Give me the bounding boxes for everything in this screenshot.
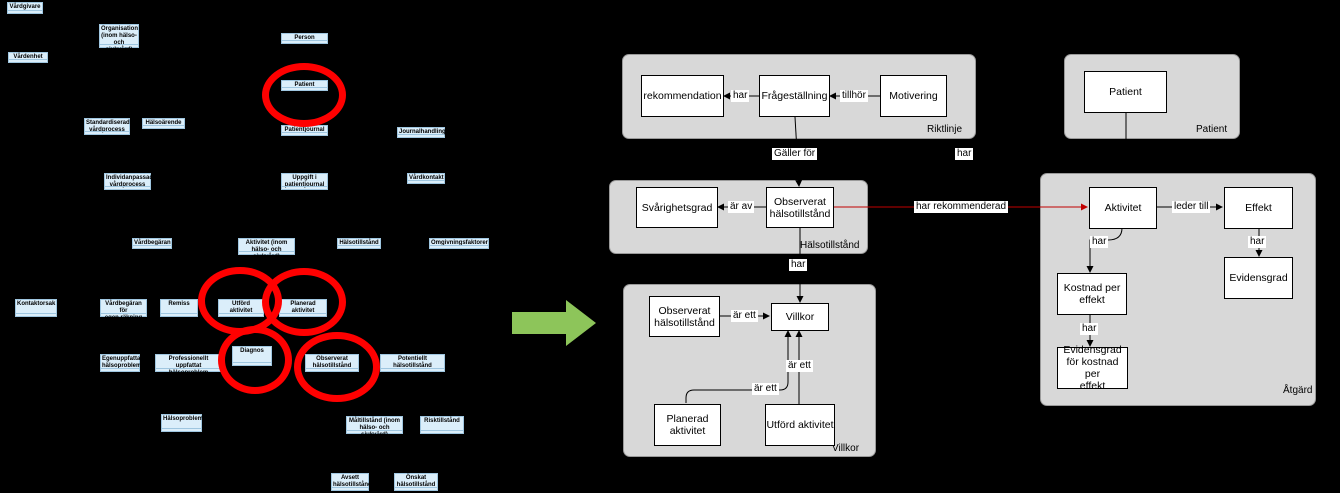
uml-class-vardenhet: Vårdenhet <box>8 52 48 63</box>
node-villkor: Villkor <box>771 303 829 331</box>
node-svarighetsgrad: Svårighetsgrad <box>636 187 718 228</box>
edge-lines-black <box>685 92 1263 404</box>
node-effekt: Effekt <box>1224 187 1293 229</box>
node-rekommendation: rekommendation <box>641 75 724 117</box>
edge-label-har-villkor: har <box>789 259 808 271</box>
edge-label-leder-till: leder till <box>1172 201 1211 213</box>
uml-class-vardkontakt: Vårdkontakt <box>407 173 445 184</box>
uml-class-uppgift-i-patientjournal: Uppgift i patientjournal <box>281 173 328 190</box>
group-label-halsotillstand: Hälsotillstånd <box>800 240 860 251</box>
transition-arrow <box>512 300 596 346</box>
highlight-ring-planerad-aktivitet <box>262 268 346 336</box>
uml-class-risktillstand: Risktillstånd <box>420 416 464 434</box>
uml-class-journalhandling: Journalhandling <box>397 127 446 138</box>
uml-class-avsett-halsotillstand: Avsett hälsotillstånd <box>331 473 372 491</box>
edge-label-ar-ett-observerat: är ett <box>731 310 758 322</box>
highlight-ring-observerat-halsotillstand <box>294 332 380 402</box>
edge-label-ar-ett-utford: är ett <box>786 360 813 372</box>
node-planerad-aktivitet: Planerad aktivitet <box>654 404 721 446</box>
group-label-atgard: Åtgärd <box>1283 385 1313 396</box>
uml-class-individanpassad-vardprocess: Individanpassad vårdprocess <box>104 173 154 190</box>
node-patient: Patient <box>1084 71 1167 113</box>
highlight-ring-patient <box>262 63 346 127</box>
uml-class-potentiellt-halsotillstand: Potentiellt hälsotillstånd <box>380 354 445 372</box>
edge-label-ar-av: är av <box>728 201 755 213</box>
edge-label-har-rekommenderad: har rekommenderad <box>914 201 1009 213</box>
edge-label-har-patient: har <box>955 148 974 160</box>
uml-class-standardiserad-vardprocess: Standardiserad vårdprocess <box>84 118 130 135</box>
uml-class-kontaktorsak: Kontaktorsak <box>15 299 57 317</box>
node-utford-aktivitet: Utförd aktivitet <box>765 404 835 446</box>
uml-class-person: Person <box>281 33 328 44</box>
node-evidensgrad: Evidensgrad <box>1224 257 1293 299</box>
edge-label-ar-ett-planerad: är ett <box>752 383 779 395</box>
group-label-riktlinje: Riktlinje <box>927 124 963 135</box>
uml-class-egenuppfattat-halsoproblem: Egenuppfattat hälsoproblem <box>100 354 142 372</box>
uml-class-vardgivare: Vårdgivare <box>7 2 43 14</box>
node-aktivitet: Aktivitet <box>1089 187 1157 229</box>
uml-class-omgivningsfaktorer: Omgivningsfaktorer <box>429 238 489 249</box>
group-label-villkor: Villkor <box>832 443 860 454</box>
node-observerat-halsotillstand-villkor: Observerat hälsotillstånd <box>649 296 720 337</box>
node-kostnad-per-effekt: Kostnad per effekt <box>1057 273 1127 315</box>
uml-class-halsoarende: Hälsoärende <box>142 118 185 129</box>
highlight-ring-diagnos <box>218 326 292 394</box>
uml-class-remiss: Remiss <box>160 299 198 317</box>
edge-label-har-kostnad: har <box>1090 236 1109 248</box>
node-evidensgrad-kostnad-per-effekt: Evidensgrad för kostnad per effekt <box>1057 344 1128 392</box>
node-observerat-halsotillstand: Observerat hälsotillstånd <box>766 187 834 228</box>
uml-class-onskat-halsotillstand: Önskat hälsotillstånd <box>394 473 438 491</box>
edge-label-galler-for: Gäller för <box>772 148 818 160</box>
edge-label-tillhor: tillhör <box>840 90 868 102</box>
edge-label-har-rekommendation: har <box>731 90 750 102</box>
edge-label-har-evidens-kostnad: har <box>1080 323 1099 335</box>
edge-label-har-evidens: har <box>1248 236 1267 248</box>
node-fragestallning: Frågeställning <box>759 75 830 117</box>
group-label-patient: Patient <box>1196 124 1228 135</box>
uml-class-malltillstand: Måltillstånd (inom hälso- och sjukvård) <box>346 416 403 438</box>
uml-class-halsoproblem: Hälsoproblem <box>161 414 203 432</box>
uml-class-vardbegaran: Vårdbegäran <box>132 238 172 249</box>
uml-class-aktivitet: Aktivitet (inom hälso- och sjukvård) <box>238 238 295 260</box>
uml-class-halsotillstand: Hälsotillstånd <box>337 238 381 249</box>
node-motivering: Motivering <box>880 75 947 117</box>
uml-class-organisation: Organisation (inom hälso- och sjukvård) <box>99 24 139 53</box>
uml-class-vardbegaran-egen-rakning: Vårdbegäran för egen räkning <box>100 299 147 321</box>
